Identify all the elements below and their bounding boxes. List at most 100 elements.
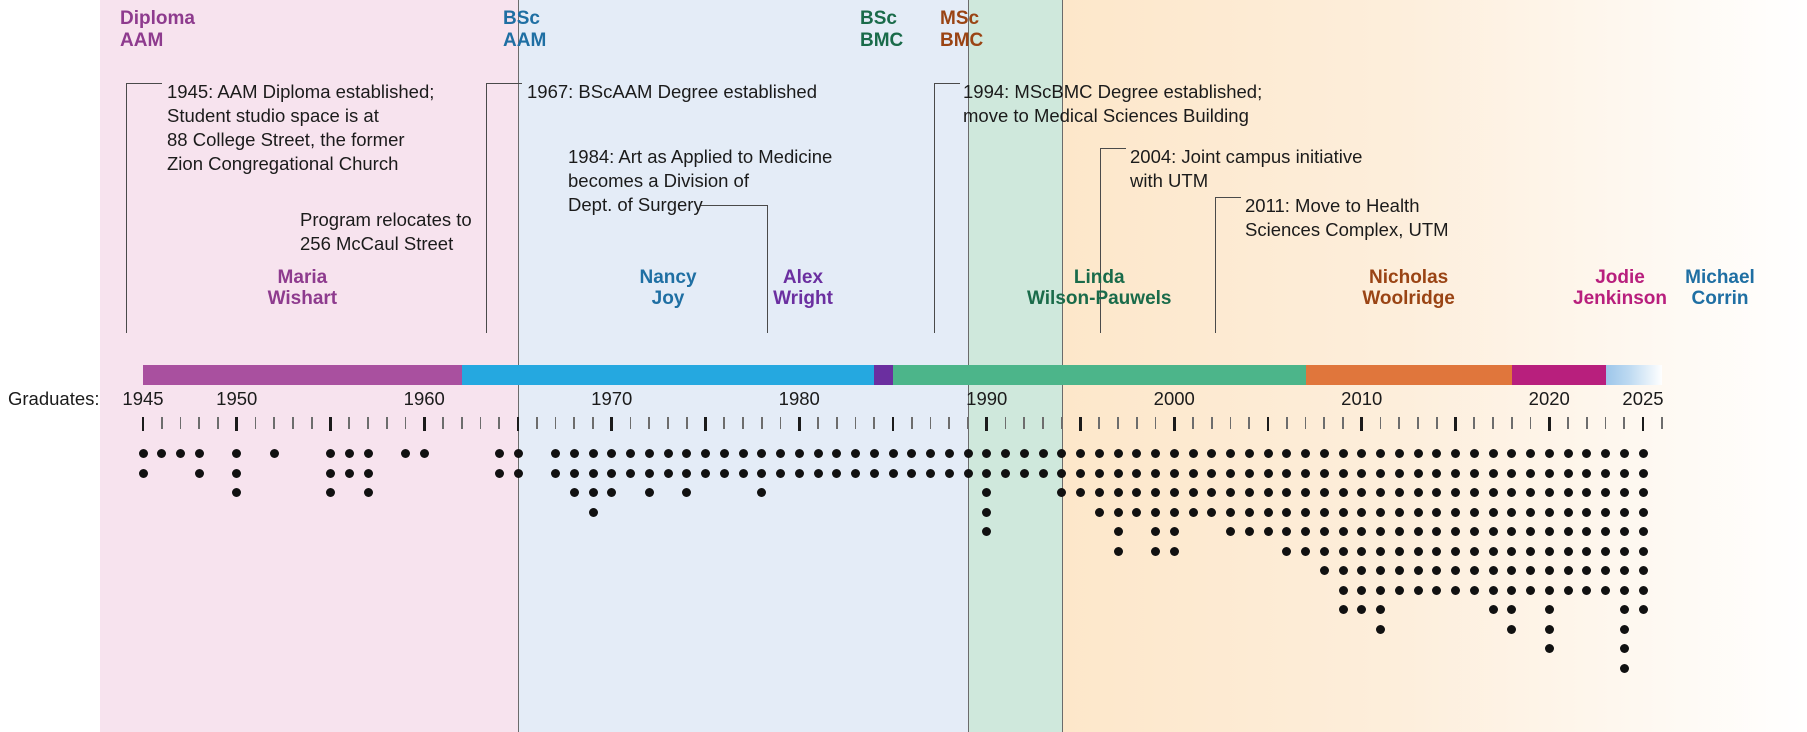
graduate-dot: [1357, 585, 1367, 595]
axis-tick-1956: [348, 417, 351, 429]
graduate-dot: [1188, 468, 1198, 478]
graduate-dot: [607, 468, 617, 478]
tenure-segment-maria-wishart[interactable]: [143, 365, 462, 385]
graduate-dot: [1151, 449, 1160, 458]
axis-tick-1958: [385, 417, 388, 429]
tenure-segment-alex-wright[interactable]: [874, 365, 893, 385]
graduate-dot: [1432, 566, 1442, 575]
graduate-column-1965: [513, 449, 523, 488]
graduate-dot: [757, 468, 767, 478]
axis-tick-1997: [1117, 417, 1119, 429]
graduate-dot: [1001, 449, 1010, 458]
graduate-dot: [1563, 468, 1573, 478]
graduate-column-2011: [1376, 449, 1385, 644]
graduate-dot: [569, 449, 579, 458]
graduate-dot: [1338, 488, 1348, 497]
graduate-column-1995: [1076, 449, 1085, 508]
graduate-dot: [513, 468, 523, 478]
graduate-dot: [907, 449, 917, 458]
graduate-dot: [1376, 449, 1385, 458]
axis-tick-1977: [742, 417, 744, 429]
graduate-dot: [1076, 449, 1085, 458]
graduate-dot: [1469, 507, 1479, 517]
graduate-column-1996: [1094, 449, 1104, 527]
graduate-dot: [569, 468, 579, 478]
year-label-2025: 2025: [1622, 388, 1664, 409]
graduate-dot: [1563, 546, 1573, 556]
tenure-segment-michael-corrin[interactable]: [1605, 365, 1662, 385]
annotation-mccaul: Program relocates to 256 McCaul Street: [300, 209, 472, 254]
graduate-column-1967: [551, 449, 560, 488]
graduate-column-2007: [1301, 449, 1310, 566]
graduate-dot: [1451, 546, 1460, 556]
axis-tick-1968: [573, 417, 576, 429]
axis-tick-1947: [179, 417, 182, 429]
graduate-dot: [1619, 585, 1629, 595]
graduate-dot: [738, 449, 748, 458]
axis-tick-2020: [1547, 417, 1551, 431]
graduate-dot: [1582, 468, 1592, 478]
axis-tick-1988: [948, 417, 951, 429]
graduate-dot: [1432, 527, 1442, 536]
graduate-dot: [1376, 527, 1385, 536]
graduate-dot: [1638, 468, 1648, 478]
graduate-dot: [832, 468, 842, 478]
axis-tick-2017: [1492, 417, 1494, 429]
graduate-dot: [982, 468, 992, 478]
graduate-dot: [682, 449, 692, 458]
director-label-nancy-joy: Nancy Joy: [639, 267, 697, 309]
tenure-segment-nancy-joy[interactable]: [461, 365, 875, 385]
tenure-segment-nicholas-woolridge[interactable]: [1305, 365, 1512, 385]
director-label-maria-wishart: Maria Wishart: [267, 267, 338, 309]
graduate-dot: [644, 449, 654, 458]
annotation-2004: 2004: Joint campus initiative with UTM: [1130, 146, 1363, 191]
graduate-dot: [1488, 468, 1498, 478]
graduate-dot: [1507, 566, 1517, 575]
graduate-dot: [1451, 449, 1460, 458]
graduate-dot: [1263, 507, 1273, 517]
graduate-dot: [1413, 488, 1423, 497]
graduate-dot: [1563, 527, 1573, 536]
director-label-linda-wilson-pauwels: Linda Wilson-Pauwels: [1027, 267, 1172, 309]
graduate-dot: [1338, 507, 1348, 517]
graduate-column-1999: [1151, 449, 1160, 566]
tenure-segment-linda-wilson-pauwels[interactable]: [893, 365, 1306, 385]
graduate-dot: [1057, 468, 1067, 478]
graduate-dot: [607, 449, 617, 458]
graduate-dot: [588, 507, 598, 517]
graduate-dot: [1113, 488, 1123, 497]
graduate-dot: [1076, 488, 1085, 497]
graduate-dot: [588, 468, 598, 478]
graduate-dot: [682, 488, 692, 497]
graduate-column-2000: [1169, 449, 1179, 566]
graduate-dot: [588, 488, 598, 497]
graduate-dot: [269, 449, 279, 458]
director-tenure-colour-bar: [143, 365, 1807, 385]
graduate-dot: [194, 449, 204, 458]
year-label-2000: 2000: [1153, 388, 1195, 409]
axis-tick-2024: [1623, 417, 1626, 429]
axis-tick-2007: [1304, 417, 1307, 429]
graduate-dot: [1376, 468, 1385, 478]
graduate-dot: [1563, 449, 1573, 458]
axis-tick-1991: [1004, 417, 1007, 429]
tenure-segment-jodie-jenkinson[interactable]: [1511, 365, 1606, 385]
axis-tick-1961: [442, 417, 444, 429]
graduate-dot: [757, 488, 767, 497]
axis-tick-2016: [1473, 417, 1476, 429]
graduate-dot: [982, 449, 992, 458]
graduate-dot: [1357, 527, 1367, 536]
axis-tick-1969: [592, 417, 594, 429]
graduate-column-1981: [813, 449, 823, 488]
graduate-dot: [1151, 488, 1160, 497]
axis-tick-2003: [1229, 417, 1232, 429]
leader-line-1967-horizontal: [486, 83, 522, 84]
graduate-dot: [1394, 468, 1404, 478]
graduate-dot: [832, 449, 842, 458]
graduate-column-1946: [157, 449, 167, 469]
graduate-dot: [1394, 527, 1404, 536]
graduate-dot: [1057, 488, 1067, 497]
graduate-dot: [326, 468, 335, 478]
graduate-column-2004: [1244, 449, 1254, 547]
